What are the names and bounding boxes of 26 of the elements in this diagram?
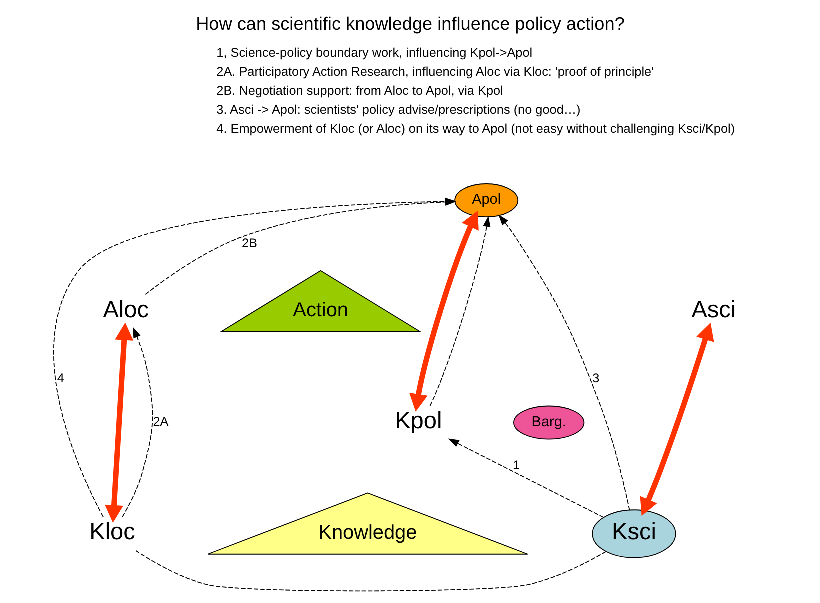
- arrow: [640, 322, 714, 516]
- label: 3. Asci -> Apol: scientists' policy advise/prescriptions (no good…): [216, 102, 580, 117]
- arrow: [429, 216, 490, 406]
- label: 2A. Participatory Action Research, influencing Aloc via Kloc: 'proof of principle': [216, 64, 654, 79]
- arrow: [498, 214, 630, 511]
- node-text: Aloc: [102, 296, 148, 322]
- label: 1, Science-policy boundary work, influencing Kpol->Apol: [216, 46, 532, 60]
- edge-label: 1: [512, 458, 520, 473]
- edge-label: 2A: [152, 415, 168, 430]
- arrow: [122, 327, 153, 518]
- diagram-title: How can scientific knowledge influence policy action?: [196, 14, 624, 34]
- node-text: Kpol: [394, 408, 442, 434]
- edge-label: 4: [56, 372, 64, 386]
- node-ellipse: Apol: [454, 184, 518, 218]
- node-ellipse: Barg.: [513, 406, 584, 440]
- label: 4. Empowerment of Kloc (or Aloc) on its way to Apol (not easy without challenging Ksci/Kpol): [216, 122, 735, 136]
- arrow: [104, 322, 134, 524]
- edge-label: 2B: [241, 236, 257, 250]
- node-text: Kloc: [89, 518, 135, 545]
- arrow: [409, 211, 478, 412]
- node-text: Asci: [691, 296, 736, 322]
- node-ellipse: Ksci: [592, 510, 676, 558]
- arrow: [448, 438, 604, 518]
- edge-label: 3: [592, 372, 600, 386]
- label: 2B. Negotiation support: from Aloc to Apol, via Kpol: [216, 84, 503, 98]
- connector: [135, 550, 606, 592]
